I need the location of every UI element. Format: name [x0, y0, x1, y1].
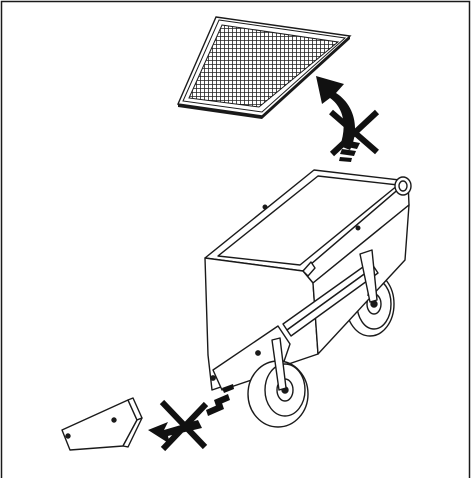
- side-guard-plate-icon: [61, 397, 143, 451]
- filter-grid-icon: [176, 16, 352, 119]
- grip-marks-lower: [206, 384, 234, 416]
- spreader-cart-icon: [204, 169, 412, 428]
- prohibited-x-icon: [329, 109, 380, 157]
- prohibited-x-icon-lower: [159, 399, 209, 452]
- rotate-arrow-icon: [316, 76, 356, 150]
